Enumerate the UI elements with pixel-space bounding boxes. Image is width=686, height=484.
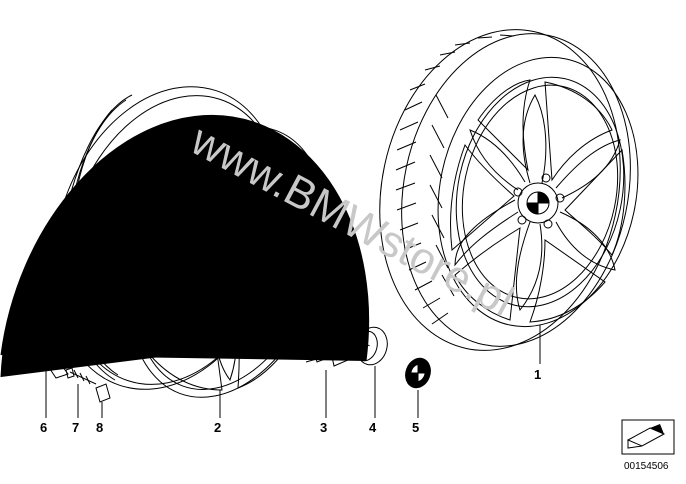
valve-cap-drawing: [95, 383, 111, 403]
part-label-1: 1: [534, 367, 541, 382]
diagram-number: 00154506: [624, 461, 669, 472]
part-label-3: 3: [320, 420, 327, 435]
part-label-7: 7: [72, 420, 79, 435]
part-label-6: 6: [40, 420, 47, 435]
roundel-drawing: [405, 357, 431, 389]
reference-box: 00154506: [621, 419, 675, 472]
hub-cap-drawing: [0, 114, 388, 378]
part-label-2: 2: [214, 420, 221, 435]
leader-lines: [45, 299, 541, 418]
valve-drawing: [27, 344, 69, 379]
part-label-8: 8: [96, 420, 103, 435]
valve-core-drawing: [65, 367, 97, 385]
part-label-5: 5: [412, 420, 419, 435]
part-label-4: 4: [369, 420, 377, 435]
wheel-tyre-drawing: [379, 29, 639, 351]
arrow-icon: [626, 424, 666, 449]
